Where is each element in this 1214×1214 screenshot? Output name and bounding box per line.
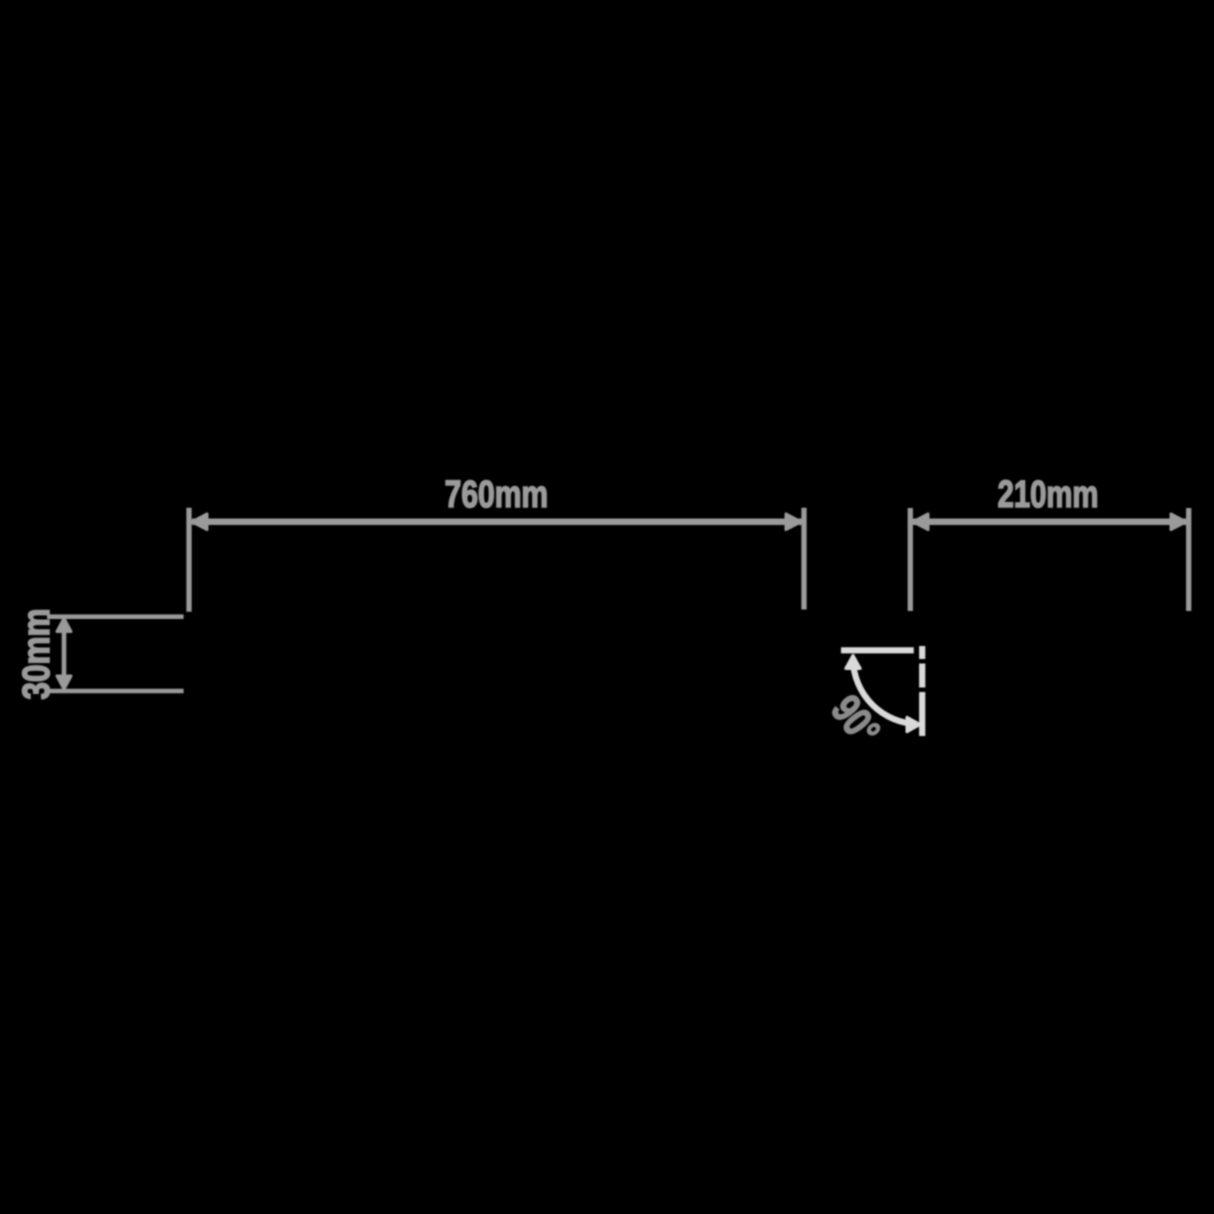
- svg-text:210mm: 210mm: [998, 473, 1099, 516]
- svg-text:760mm: 760mm: [445, 474, 548, 516]
- svg-text:30mm: 30mm: [15, 608, 57, 699]
- svg-text:90°: 90°: [822, 686, 889, 754]
